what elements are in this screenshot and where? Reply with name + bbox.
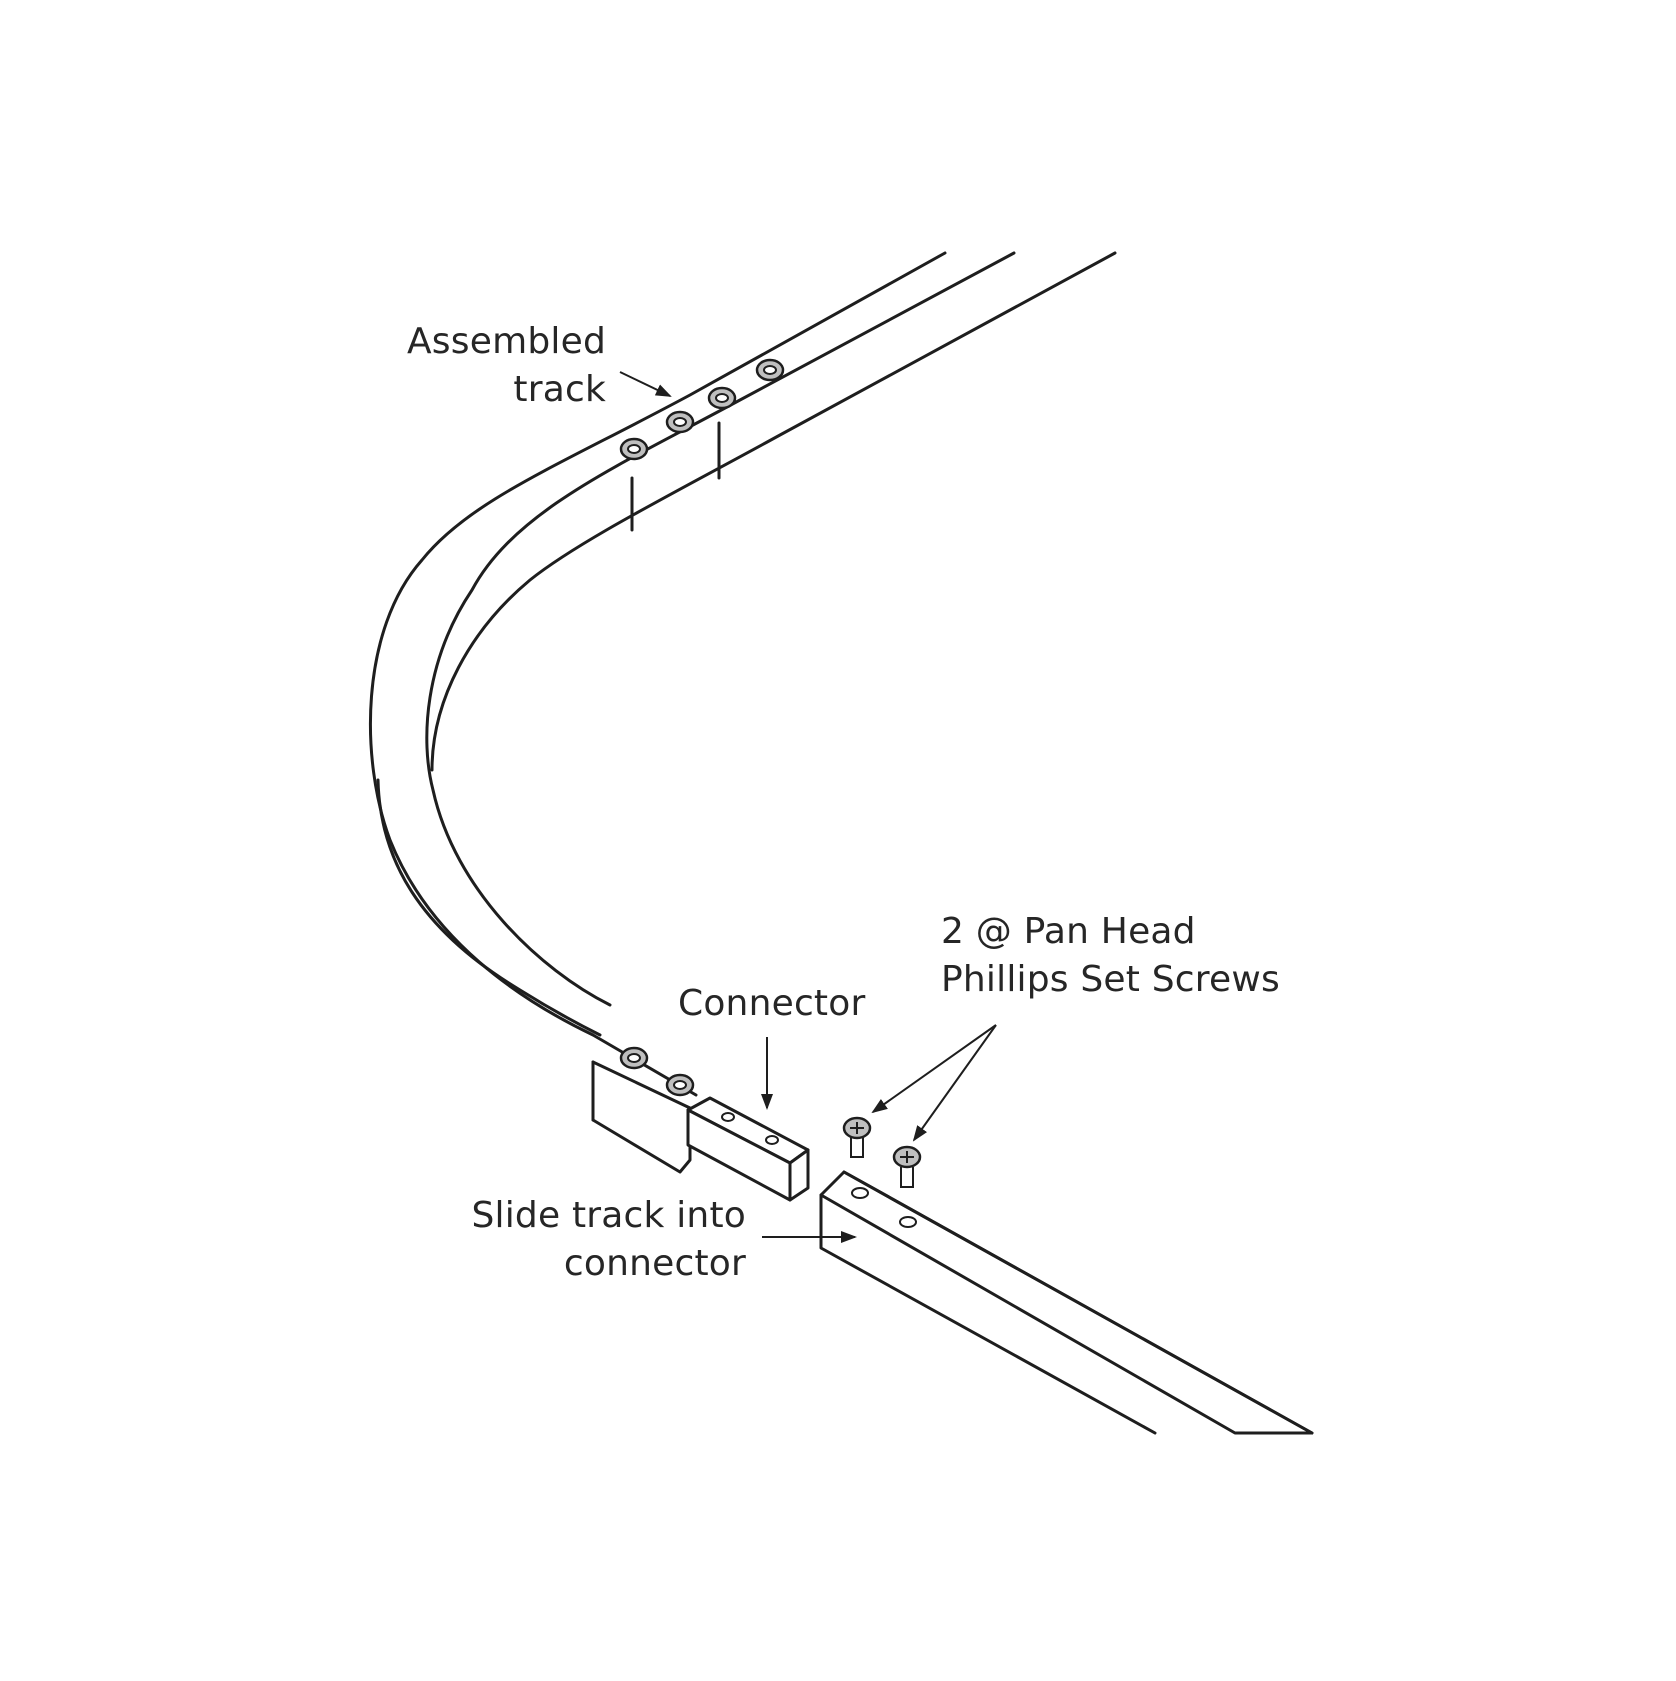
connector-part [686, 1096, 810, 1202]
connector-label: Connector [678, 980, 865, 1028]
assembled-track-label-line2: track [513, 369, 606, 410]
assembled-track-screws [619, 358, 785, 461]
loose-screws [842, 1116, 922, 1188]
connector-label-text: Connector [678, 983, 866, 1024]
sleeve-end [591, 1046, 695, 1174]
assembled-track-label-line1: Assembled [406, 321, 606, 362]
screws-label-line2: Phillips Set Screws [941, 959, 1280, 1000]
slide-track-label: Slide track into connector [460, 1192, 746, 1288]
straight-track [819, 1170, 1314, 1435]
curved-track [368, 251, 1117, 1097]
slide-track-label-line1: Slide track into [471, 1195, 746, 1236]
screws-label-line1: 2 @ Pan Head [941, 911, 1196, 952]
slide-track-label-line2: connector [563, 1243, 746, 1284]
screws-label: 2 @ Pan Head Phillips Set Screws [941, 908, 1280, 1004]
callout-arrows [619, 371, 997, 1243]
assembled-track-label: Assembled track [380, 318, 606, 414]
